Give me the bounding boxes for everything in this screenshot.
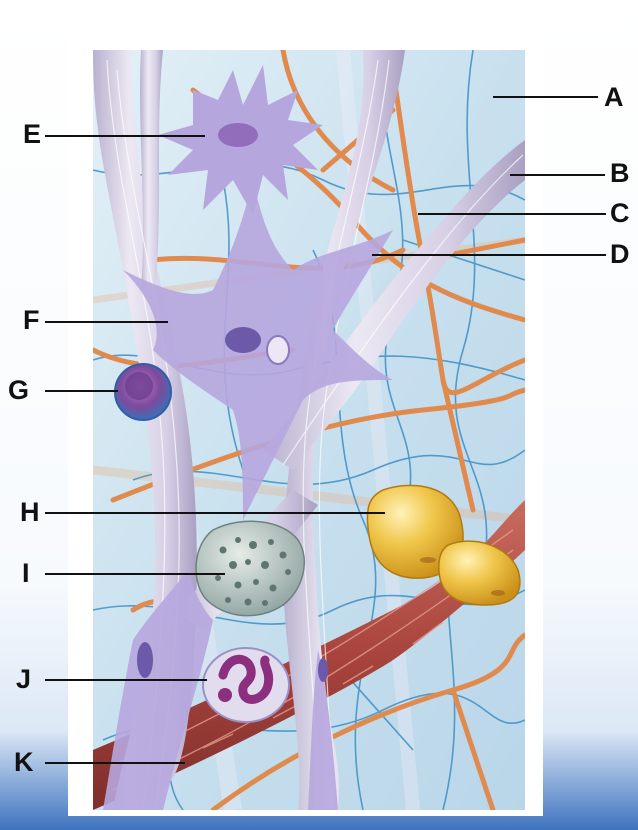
fibroblast: [123, 180, 393, 520]
leader-line-a: [493, 96, 598, 98]
macrophage: [158, 65, 323, 215]
leader-line-k: [45, 762, 185, 764]
neutrophil: [202, 647, 290, 723]
label-b: B: [610, 158, 630, 188]
connective-tissue-illustration: [93, 50, 525, 810]
label-h: H: [20, 497, 40, 527]
label-e: E: [23, 119, 42, 149]
label-a: A: [604, 82, 624, 112]
leader-line-c: [418, 213, 606, 215]
fibroblast-lower: [103, 570, 338, 810]
leader-line-i: [45, 573, 225, 575]
plasma-cell: [114, 363, 172, 421]
leader-line-f: [45, 321, 168, 323]
leader-line-j: [45, 679, 207, 681]
leader-line-d: [372, 254, 606, 256]
leader-line-b: [510, 174, 605, 176]
label-j: J: [16, 664, 32, 694]
label-d: D: [610, 239, 630, 269]
label-f: F: [23, 305, 40, 335]
leader-line-g: [45, 390, 118, 392]
leader-line-h: [45, 512, 385, 514]
leader-line-e: [45, 135, 205, 137]
label-i: I: [22, 558, 30, 588]
adipocytes: [366, 484, 521, 606]
label-k: K: [14, 747, 34, 777]
label-g: G: [8, 375, 30, 405]
label-c: C: [610, 198, 630, 228]
mast-cell: [195, 520, 306, 617]
